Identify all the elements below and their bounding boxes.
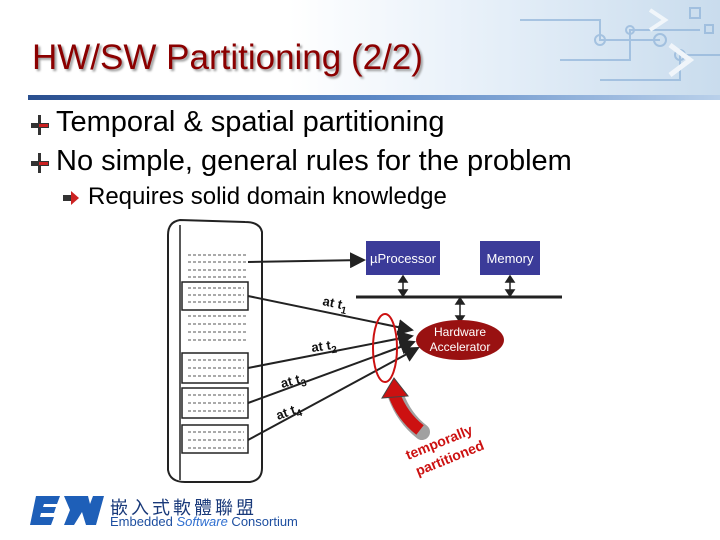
memory-label: Memory <box>487 251 534 266</box>
highlight-ellipse <box>372 313 398 383</box>
mapping-arrows <box>247 252 420 441</box>
processor-box <box>366 241 440 275</box>
accelerator-label-line2: Accelerator <box>430 340 491 354</box>
memory-box <box>480 241 540 275</box>
hardware-accelerator <box>416 320 504 360</box>
bus-connectors <box>397 274 516 324</box>
bullet-icon <box>31 115 49 135</box>
consortium-english-name: Embedded Software Consortium <box>110 514 298 529</box>
slide-title: HW/SW Partitioning (2/2) <box>32 38 423 77</box>
processor-label: µProcessor <box>370 251 437 266</box>
header-background <box>0 0 720 100</box>
sub-bullet-text: Requires solid domain knowledge <box>88 183 447 210</box>
bullet-text: No simple, general rules for the problem <box>56 145 572 177</box>
program-listing <box>167 218 263 483</box>
accelerator-label-line1: Hardware <box>434 325 486 339</box>
arrow-label-t2: at t2 <box>310 337 338 359</box>
arrow-label-t1: at t1 <box>321 293 350 317</box>
consortium-logo-icon <box>30 496 104 525</box>
arrow-bullet-icon <box>63 191 79 205</box>
arrow-label-t4: at t4 <box>274 400 304 427</box>
bullet-icon <box>31 153 49 173</box>
consortium-chinese-name: 嵌入式軟體聯盟 <box>110 498 257 518</box>
arrow-label-t3: at t3 <box>279 370 309 395</box>
bullet-text: Temporal & spatial partitioning <box>56 106 445 138</box>
title-divider <box>28 95 720 100</box>
curved-red-arrow-icon <box>381 377 430 440</box>
partitioning-diagram: µProcessor Memory Hardware Accelerator a… <box>167 218 562 483</box>
circuit-decoration-icon <box>520 7 720 81</box>
